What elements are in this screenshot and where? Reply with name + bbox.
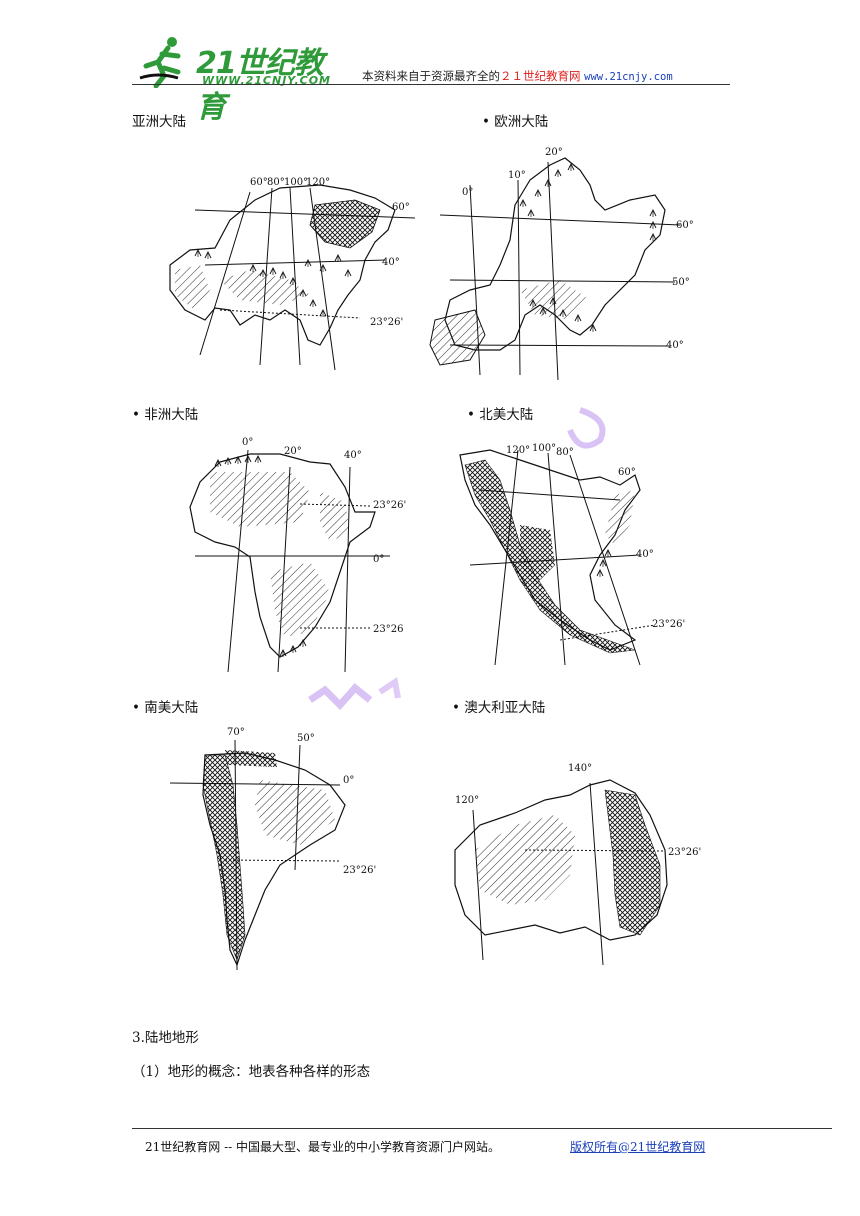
- map-label-africa: • 非洲大陆: [132, 407, 199, 423]
- europe-tick-lat40: 40°: [666, 340, 684, 351]
- europe-tick-lat50: 50°: [672, 277, 690, 288]
- map-north-america: 120° 100° 80° 60° 40° 23°26': [440, 435, 705, 670]
- africa-tick-lon40: 40°: [344, 450, 362, 461]
- asia-tick-lat40: 40°: [382, 257, 400, 268]
- map-south-america: 70° 50° 0° 23°26': [165, 725, 380, 975]
- header-url-link[interactable]: www.21cnjy.com: [584, 71, 673, 83]
- map-europe: 20° 10° 0° 60° 50° 40°: [420, 140, 700, 385]
- asia-tick-lon100: 100°: [284, 177, 308, 188]
- header-site-link[interactable]: ２１世纪教育网: [500, 69, 581, 83]
- asia-tick-lon80: 80°: [267, 177, 285, 188]
- asia-tick-lat23: 23°26': [370, 317, 403, 328]
- africa-tick-lon20: 20°: [284, 446, 302, 457]
- na-tick-lat40: 40°: [636, 549, 654, 560]
- asia-tick-lat60: 60°: [392, 202, 410, 213]
- europe-tick-lon10: 10°: [508, 170, 526, 181]
- na-tick-lat23: 23°26': [652, 619, 685, 630]
- footer-divider: [132, 1128, 832, 1129]
- asia-tick-lon60: 60°: [250, 177, 268, 188]
- map-label-south-america: • 南美大陆: [132, 700, 199, 716]
- sa-tick-lon70: 70°: [227, 727, 245, 738]
- africa-tick-lat0: 0°: [373, 554, 384, 565]
- header-note-prefix: 本资料来自于资源最齐全的: [362, 69, 500, 83]
- na-tick-lat60: 60°: [618, 467, 636, 478]
- logo-url: WWW.21CNJY.COM: [202, 74, 331, 87]
- sa-tick-lat0: 0°: [343, 775, 354, 786]
- na-tick-lon120: 120°: [506, 445, 530, 456]
- map-australia: 140° 120° 23°26': [435, 755, 710, 975]
- section-heading: 3.陆地地形: [132, 1030, 199, 1046]
- europe-tick-lon0: 0°: [462, 187, 473, 198]
- au-tick-lon120: 120°: [455, 795, 479, 806]
- header-note: 本资料来自于资源最齐全的２１世纪教育网 www.21cnjy.com: [362, 68, 673, 84]
- map-label-asia: 亚洲大陆: [132, 114, 186, 130]
- map-label-australia: • 澳大利亚大陆: [452, 700, 546, 716]
- logo-text: 21世纪教育: [196, 46, 324, 125]
- africa-tick-lat23s: 23°26: [373, 624, 403, 635]
- na-tick-lon100: 100°: [532, 443, 556, 454]
- asia-tick-lon120: 120°: [306, 177, 330, 188]
- section-text: （1）地形的概念：地表各种各样的形态: [132, 1064, 371, 1080]
- map-africa: 0° 20° 40° 23°26' 0° 23°26: [180, 432, 410, 677]
- africa-tick-lon0: 0°: [242, 437, 253, 448]
- map-label-europe: • 欧洲大陆: [482, 114, 549, 130]
- au-tick-lat23: 23°26': [668, 847, 701, 858]
- map-label-north-america: • 北美大陆: [467, 407, 534, 423]
- sa-tick-lat23: 23°26': [343, 865, 376, 876]
- au-tick-lon140: 140°: [568, 763, 592, 774]
- na-tick-lon80: 80°: [556, 447, 574, 458]
- europe-tick-lon20: 20°: [545, 147, 563, 158]
- footer-copyright-link[interactable]: 版权所有@21世纪教育网: [570, 1140, 706, 1154]
- sa-tick-lon50: 50°: [297, 733, 315, 744]
- footer-text: 21世纪教育网 -- 中国最大型、最专业的中小学教育资源门户网站。: [145, 1140, 501, 1154]
- running-figure-logo-icon: [139, 37, 181, 88]
- europe-tick-lat60: 60°: [676, 220, 694, 231]
- page-header: 21世纪教育 WWW.21CNJY.COM 本资料来自于资源最齐全的２１世纪教育…: [132, 22, 730, 125]
- map-asia: 60° 80° 100° 120° 60° 40° 23°26': [160, 170, 420, 385]
- header-divider: [132, 84, 730, 85]
- africa-tick-lat23n: 23°26': [373, 500, 406, 511]
- site-logo[interactable]: 21世纪教育 WWW.21CNJY.COM: [138, 32, 348, 125]
